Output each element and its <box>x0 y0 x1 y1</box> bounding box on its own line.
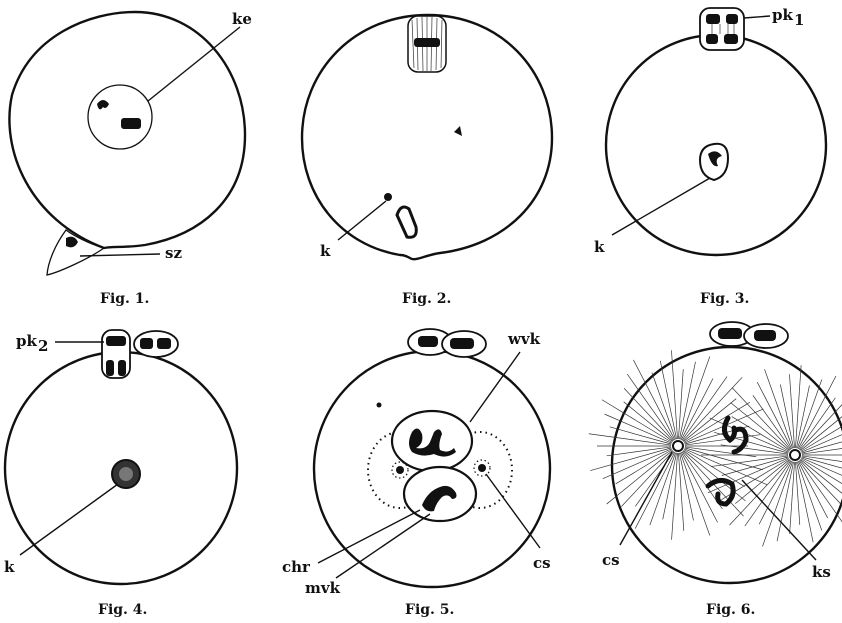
aster-ray <box>797 380 821 449</box>
aster-ray <box>607 450 673 504</box>
label-cs-fig6: cs <box>602 551 620 569</box>
aster-ray <box>683 450 745 500</box>
figure-1: ke sz Fig. 1. <box>9 10 252 307</box>
aster-ray <box>780 385 793 449</box>
centrosome-right-fig6 <box>790 450 800 460</box>
nucleus-ke-fig1 <box>88 85 152 149</box>
caption-fig4: Fig. 4. <box>98 602 147 618</box>
label-mvk: mvk <box>305 579 341 597</box>
polar-body-secondary-fig4 <box>134 331 178 357</box>
aster-ray <box>671 350 677 439</box>
aster-ray <box>652 373 676 440</box>
aster-ray <box>721 445 788 454</box>
centrosome-left-fig6 <box>673 441 683 451</box>
label-chr: chr <box>282 558 311 576</box>
aster-ray <box>684 402 750 442</box>
aster-ray <box>602 400 672 443</box>
aster-ray <box>672 453 678 540</box>
aster-ray <box>607 447 671 456</box>
polar-bodies-fig5 <box>408 329 486 357</box>
aster-ray <box>797 462 821 531</box>
aster-ray <box>765 369 793 448</box>
caption-fig6: Fig. 6. <box>706 602 755 618</box>
label-cs-fig5: cs <box>533 554 551 572</box>
aster-ray <box>711 456 788 467</box>
aster-ray <box>627 374 674 440</box>
aster-ray <box>685 435 760 445</box>
figure-2: k Fig. 2. <box>302 15 552 307</box>
sperm-head-k-fig2 <box>384 193 392 201</box>
label-pk-fig4: pk <box>16 332 37 350</box>
chromosomes-ks-fig6 <box>708 418 746 504</box>
aster-ray <box>745 461 791 526</box>
label-sz: sz <box>165 244 182 262</box>
label-wvk: wvk <box>507 330 541 348</box>
figure-6: cs ks Fig. 6. <box>589 322 842 618</box>
label-ks: ks <box>812 563 831 581</box>
aster-rays-fig6 <box>589 350 842 546</box>
figure-4: pk 2 k Fig. 4. <box>4 330 237 618</box>
figure-3: pk 1 k Fig. 3. <box>594 6 826 307</box>
polar-body-pk1 <box>700 8 744 50</box>
aster-ray <box>789 374 794 448</box>
aster-ray <box>590 448 671 471</box>
aster-ray <box>589 434 671 445</box>
aster-ray <box>802 432 842 454</box>
label-pk-fig3: pk <box>772 6 793 24</box>
aster-ray <box>763 462 793 547</box>
sperm-entry-sz <box>47 230 104 275</box>
aster-ray <box>678 453 683 531</box>
aster-ray <box>731 403 790 451</box>
label-pk-sub2: 2 <box>38 337 48 355</box>
label-k-fig3: k <box>594 238 605 256</box>
aster-ray <box>801 424 842 452</box>
aster-ray <box>790 462 795 534</box>
aster-ray <box>680 453 709 536</box>
aster-ray <box>685 448 763 470</box>
egg-cell-fig1 <box>9 12 245 248</box>
caption-fig3: Fig. 3. <box>700 291 749 307</box>
aster-ray <box>682 377 727 441</box>
aster-ray <box>678 369 683 439</box>
aster-ray <box>650 453 676 526</box>
aster-ray <box>795 462 799 525</box>
aster-ray <box>796 385 809 448</box>
chromosomes-fig1 <box>97 100 141 129</box>
polar-body-pk2 <box>102 330 130 378</box>
caption-fig2: Fig. 2. <box>402 291 451 307</box>
aster-ray <box>795 365 801 448</box>
label-pk-sub1: 1 <box>794 11 804 29</box>
label-ke: ke <box>232 10 252 28</box>
caption-fig1: Fig. 1. <box>100 291 149 307</box>
caption-fig5: Fig. 5. <box>405 602 454 618</box>
aster-ray <box>680 356 709 439</box>
aster-ray <box>729 460 790 525</box>
pronucleus-fig2 <box>397 207 416 237</box>
label-k-fig4: k <box>4 558 15 576</box>
polar-bodies-fig6 <box>710 322 788 348</box>
figure-5: wvk chr mvk cs Fig. 5. <box>282 329 551 618</box>
spindle-fig2 <box>408 16 446 72</box>
granule-fig2 <box>454 126 462 136</box>
label-k-fig2: k <box>320 242 331 260</box>
